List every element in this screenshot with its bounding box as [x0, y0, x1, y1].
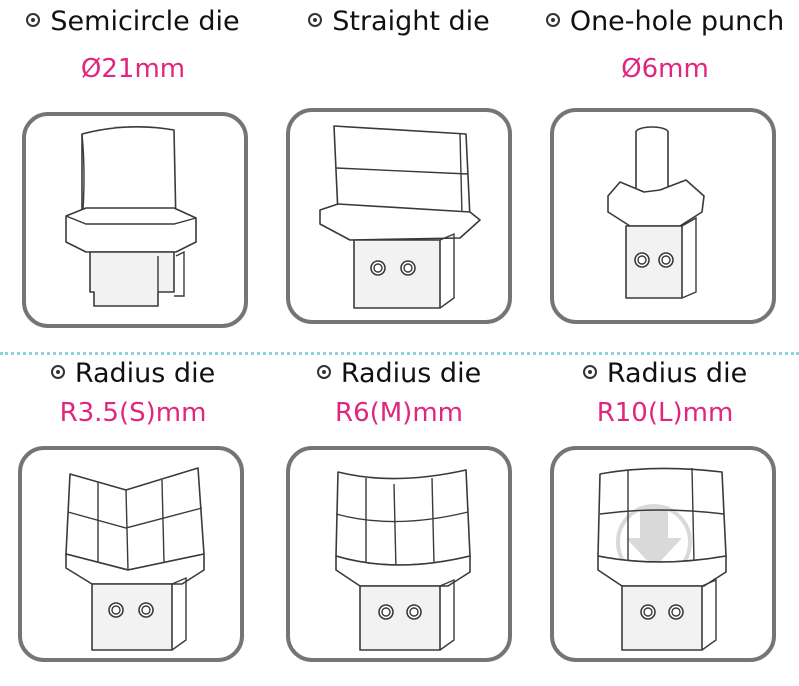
die-cell-radius-s: Radius die R3.5(S)mm — [0, 358, 266, 686]
die-cell-semicircle: Semicircle die Ø21mm — [0, 0, 266, 340]
radius-die-m-illustration — [335, 469, 471, 651]
die-title: Radius die — [532, 358, 798, 389]
die-size-label: R10(L)mm — [596, 398, 734, 428]
die-title-label: Radius die — [74, 358, 216, 389]
semicircle-die-illustration — [65, 126, 197, 307]
die-cell-radius-l: Radius die R10(L)mm — [532, 358, 798, 686]
die-image-frame — [550, 446, 776, 662]
radius-die-s-illustration — [65, 467, 205, 651]
one-hole-punch-illustration — [607, 126, 705, 299]
bullet-icon — [545, 12, 560, 27]
row-divider — [0, 352, 799, 355]
die-cell-straight: Straight die — [266, 0, 532, 340]
die-image-frame — [286, 446, 512, 662]
die-title-label: Radius die — [606, 358, 748, 389]
die-title: One-hole punch — [532, 6, 798, 37]
radius-die-l-illustration — [597, 467, 727, 651]
bullet-icon — [582, 364, 597, 379]
die-title-label: One-hole punch — [569, 6, 785, 37]
straight-die-illustration — [319, 125, 481, 309]
die-size-label: Ø6mm — [621, 54, 709, 84]
die-title-label: Radius die — [340, 358, 482, 389]
die-title: Semicircle die — [0, 6, 266, 37]
die-title-label: Semicircle die — [50, 6, 240, 37]
die-image-frame — [18, 446, 244, 662]
die-title: Radius die — [266, 358, 532, 389]
die-title-label: Straight die — [332, 6, 490, 37]
die-title: Straight die — [266, 6, 532, 37]
die-cell-one-hole-punch: One-hole punch Ø6mm — [532, 0, 798, 340]
die-size-label: Ø21mm — [80, 54, 186, 84]
bullet-icon — [308, 12, 323, 27]
die-image-frame — [550, 108, 776, 324]
die-size-label: R6(M)mm — [335, 398, 463, 428]
die-image-frame — [286, 108, 512, 324]
die-cell-radius-m: Radius die R6(M)mm — [266, 358, 532, 686]
bullet-icon — [26, 12, 41, 27]
bullet-icon — [316, 364, 331, 379]
die-image-frame — [22, 112, 248, 328]
die-title: Radius die — [0, 358, 266, 389]
die-size-label: R3.5(S)mm — [59, 398, 207, 428]
bullet-icon — [50, 364, 65, 379]
